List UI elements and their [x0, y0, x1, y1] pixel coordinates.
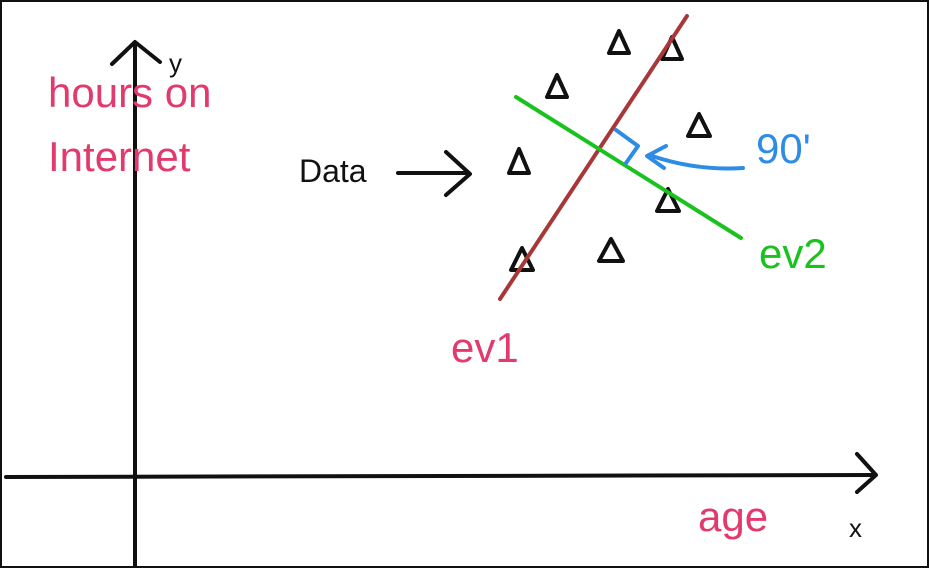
ev2-label: ev2 [759, 230, 827, 277]
x-axis-title: age [698, 493, 769, 540]
data-label: Data [299, 153, 367, 189]
data-marker [655, 187, 681, 213]
angle-pointer-arrowhead [645, 144, 668, 170]
data-marker [597, 237, 625, 263]
ev2-line [514, 95, 743, 240]
y-axis-letter: y [169, 48, 182, 78]
data-markers [507, 29, 712, 272]
angle-label: 90' [756, 125, 811, 172]
data-marker [607, 29, 631, 55]
x-axis [4, 473, 876, 479]
y-axis-title-line2: Internet [48, 133, 191, 180]
right-angle-marker [614, 128, 640, 165]
data-marker [686, 112, 712, 138]
y-axis-title-line1: hours on [48, 69, 212, 116]
angle-pointer-arrow [650, 154, 745, 171]
data-marker [507, 147, 531, 175]
x-axis-arrowhead [855, 452, 878, 494]
ev1-label: ev1 [451, 324, 519, 371]
data-marker [545, 73, 569, 99]
x-axis-letter: x [849, 513, 862, 543]
y-axis-arrowhead [110, 40, 162, 66]
data-arrowhead [444, 150, 472, 197]
ev1-line [498, 14, 689, 301]
